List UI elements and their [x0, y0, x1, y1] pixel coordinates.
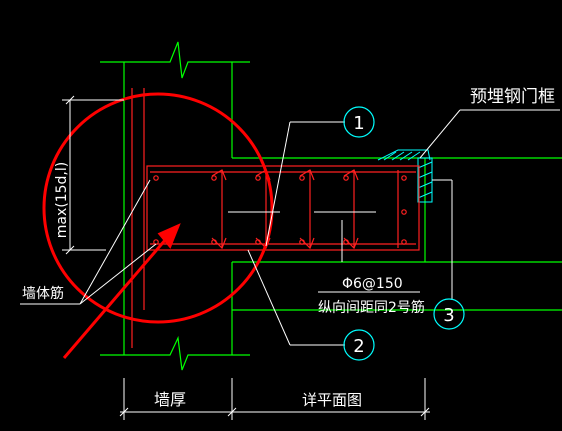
steel-door-frame: [377, 149, 433, 203]
bottom-break-line: [100, 335, 250, 371]
highlight-arrow-shaft: [62, 231, 174, 359]
callout-2-circle: [343, 329, 375, 361]
spacing-note-label: Φ6@150: [342, 276, 403, 292]
top-break-line: [100, 41, 250, 79]
callout-1-circle: [343, 106, 375, 138]
wall-outline: [100, 41, 562, 371]
rebar-group: [131, 88, 420, 348]
embedded-frame-label: 预埋钢门框: [470, 87, 555, 107]
see-plan-label: 详平面图: [302, 391, 362, 409]
callout-3-circle: [433, 298, 465, 330]
highlight-markup: [42, 92, 274, 359]
highlight-arrow-head: [157, 223, 181, 249]
wall-bar-label: 墙体筋: [22, 285, 64, 302]
wall-thickness-label: 墙厚: [154, 390, 186, 409]
max-dimension-label: max(15d,l): [54, 162, 70, 238]
dimension-lines: [20, 95, 560, 420]
highlight-circle: [42, 92, 274, 324]
callout-2-number: 2: [353, 336, 364, 357]
callout-1-number: 1: [353, 113, 364, 134]
callout-3-number: 3: [443, 305, 454, 326]
callout-circles: [343, 106, 465, 361]
longitudinal-note-label: 纵向间距同2号筋: [318, 299, 425, 316]
stirrup-outline: [146, 165, 420, 251]
